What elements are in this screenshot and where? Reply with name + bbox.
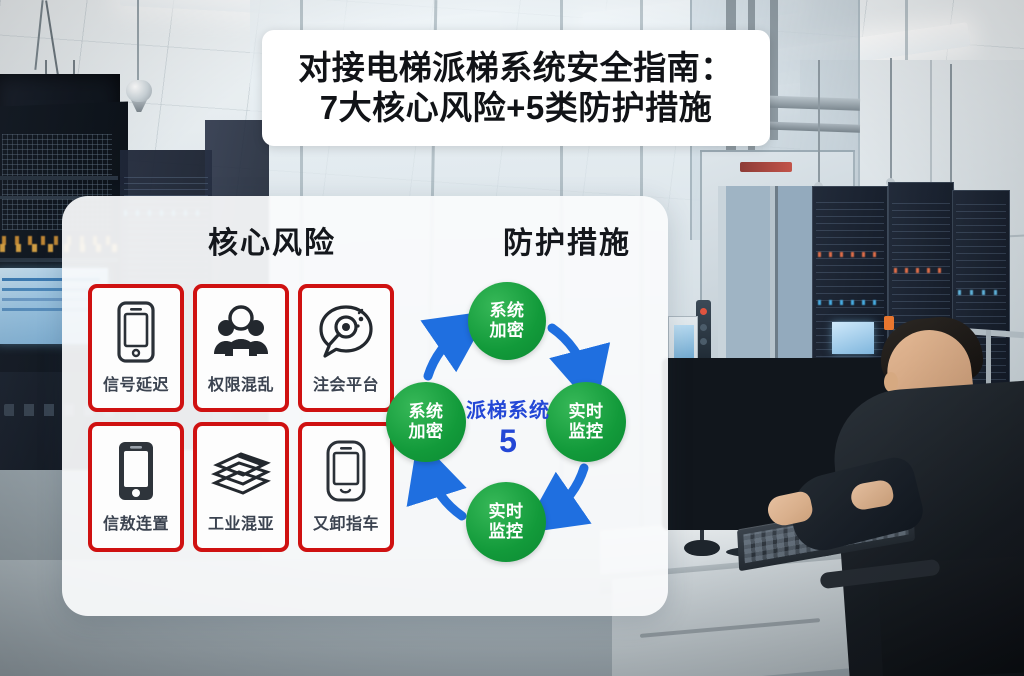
cycle-node-line-1: 实时 (568, 401, 604, 421)
server-rack-strip (0, 196, 100, 199)
risk-card-label: 工业混亚 (207, 516, 274, 533)
elevator-indicator (740, 162, 792, 172)
risk-card-grid: 信号延迟 权限混乱 (88, 284, 394, 552)
smartphone-solid-icon (116, 438, 156, 504)
ceiling-hanger-rod (950, 64, 952, 192)
section-heading-core-risks: 核心风险 (208, 227, 336, 260)
risk-card-connection[interactable]: 信敖连置 (88, 422, 184, 552)
cycle-node-line-2: 加密 (489, 321, 525, 340)
ceiling-hanger-rod (890, 58, 892, 184)
smartphone-outline-icon (116, 299, 156, 365)
railing-post (986, 330, 991, 430)
elevator-door-gap (775, 186, 778, 386)
cycle-arrows (406, 310, 611, 534)
cabinet-led-row (818, 252, 882, 257)
risk-card-industry[interactable]: 工业混亚 (193, 422, 289, 552)
stacked-layers-icon (209, 438, 273, 504)
cabinet-status-light (884, 316, 894, 330)
cycle-node-bottom[interactable]: 实时 监控 (466, 482, 546, 562)
cycle-node-line-1: 系统 (408, 401, 444, 421)
cycle-node-line-2: 加密 (408, 422, 444, 441)
server-rack-leds (2, 236, 114, 245)
content-panel: 核心风险 防护措施 信号延迟 (62, 196, 668, 616)
cycle-center-title: 派梯系统 (466, 400, 550, 422)
risk-card-signal-delay[interactable]: 信号延迟 (88, 284, 184, 412)
server-rack-strip (0, 176, 118, 180)
risk-card-platform[interactable]: 注会平台 (298, 284, 394, 412)
operator-ear (884, 372, 898, 392)
dome-camera-icon (126, 80, 152, 102)
title-card: 对接电梯派梯系统安全指南： 7大核心风险+5类防护措施 (262, 30, 770, 146)
cycle-node-line-1: 系统 (489, 300, 525, 320)
risk-card-label: 信敖连置 (102, 516, 169, 533)
microphone-base (684, 540, 720, 556)
arrow-right-to-bottom (521, 463, 592, 534)
risk-card-label: 又卸指车 (312, 516, 379, 533)
title-line-2: 7大核心风险+5类防护措施 (319, 89, 713, 126)
cabinet-led-row (958, 290, 1004, 295)
cabinet-display (832, 322, 874, 354)
arrow-top-to-right (547, 323, 611, 412)
cabinet-led-row (818, 300, 882, 305)
cycle-node-line-2: 监控 (568, 422, 604, 441)
server-rack-strip (0, 258, 118, 262)
cycle-center-number: 5 (499, 423, 517, 459)
arrow-left-to-top (420, 310, 491, 381)
elevator-guide-rail (770, 0, 778, 140)
risk-card-label: 注会平台 (312, 377, 379, 394)
cycle-node-right[interactable]: 实时 监控 (546, 382, 626, 462)
user-group-icon (210, 299, 272, 365)
cycle-node-top[interactable]: 系统 加密 (468, 282, 546, 360)
risk-card-dispatch[interactable]: 又卸指车 (298, 422, 394, 552)
speech-bubble-magnifier-icon (316, 299, 376, 365)
risk-card-permission-chaos[interactable]: 权限混乱 (193, 284, 289, 412)
risk-card-label: 权限混乱 (207, 377, 274, 394)
cycle-center-label: 派梯系统 5 (446, 394, 570, 459)
elevator-call-panel (696, 300, 711, 362)
cycle-node-left[interactable]: 系统 加密 (386, 382, 466, 462)
protection-cycle-diagram: 系统 加密 实时 监控 实时 监控 系统 加密 派梯系统 5 (384, 282, 642, 582)
title-line-1: 对接电梯派梯系统安全指南： (298, 48, 734, 86)
smartphone-rounded-icon (325, 438, 367, 504)
cycle-node-line-2: 监控 (488, 522, 524, 541)
camera-mount-rod (137, 0, 139, 82)
risk-card-label: 信号延迟 (102, 377, 169, 394)
cabinet-led-row (894, 268, 948, 273)
ceiling-hanger-rod (818, 60, 820, 188)
cycle-node-line-1: 实时 (488, 501, 524, 521)
arrow-bottom-to-left (406, 437, 467, 521)
section-heading-protection: 防护措施 (503, 227, 631, 260)
